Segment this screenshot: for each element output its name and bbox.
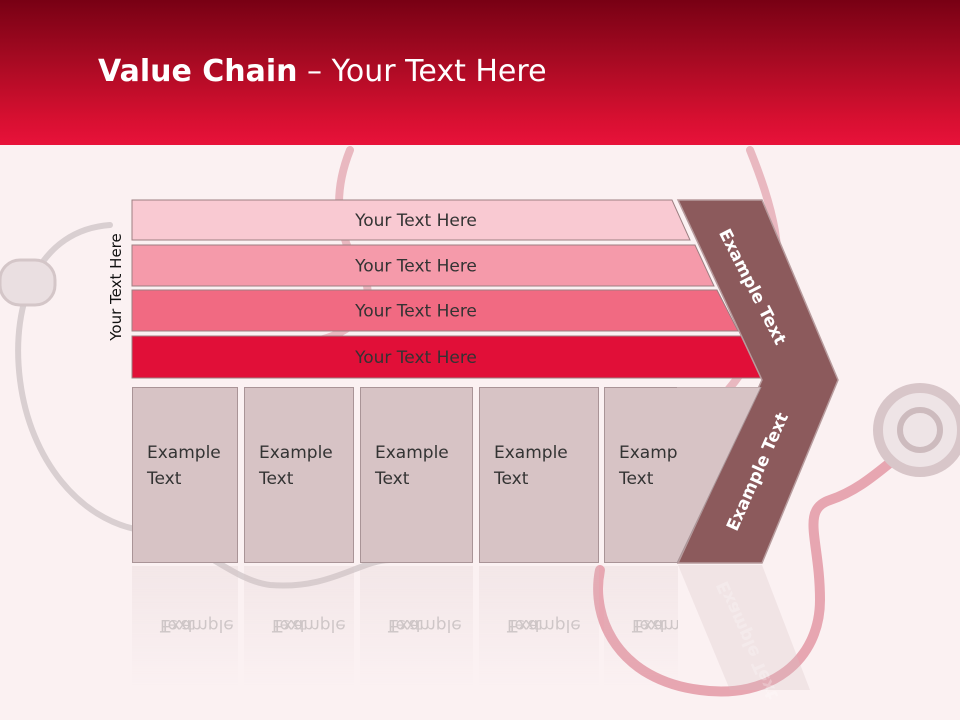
stethoscope-background <box>0 146 960 697</box>
bar-label-2: Your Text Here <box>354 257 477 277</box>
bar-1 <box>131 199 691 241</box>
bar-label-1: Your Text Here <box>354 211 477 231</box>
header-band <box>0 0 960 145</box>
slide-title: Value Chain – Your Text Here <box>98 54 547 89</box>
bar-label-3: Your Text Here <box>354 302 477 322</box>
bar-label-4: Your Text Here <box>354 348 477 368</box>
chevron-arrow <box>676 199 839 564</box>
title-rest: – Your Text Here <box>297 54 547 89</box>
bar-2 <box>131 244 715 287</box>
side-label: Your Text Here <box>107 233 125 341</box>
title-bold: Value Chain <box>98 54 298 89</box>
box-5-wedge <box>677 387 762 563</box>
chevron-reflection <box>678 565 810 690</box>
bar-3 <box>131 289 739 332</box>
